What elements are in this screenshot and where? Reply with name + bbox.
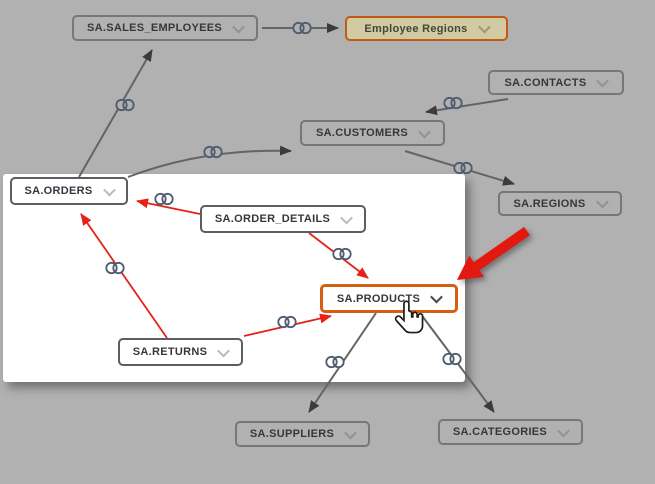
cardinality-rings-icon bbox=[332, 247, 352, 261]
cardinality-rings-icon bbox=[325, 355, 345, 369]
table-node-label: SA.ORDERS bbox=[24, 185, 93, 197]
table-node-employee-regions[interactable]: Employee Regions bbox=[345, 16, 508, 41]
table-node-order-details[interactable]: SA.ORDER_DETAILS bbox=[200, 205, 366, 233]
table-node-sales-employees[interactable]: SA.SALES_EMPLOYEES bbox=[72, 15, 258, 41]
table-node-contacts[interactable]: SA.CONTACTS bbox=[488, 70, 624, 95]
table-node-categories[interactable]: SA.CATEGORIES bbox=[438, 419, 583, 445]
cardinality-rings-icon bbox=[277, 315, 297, 329]
table-node-returns[interactable]: SA.RETURNS bbox=[118, 338, 243, 366]
chevron-down-icon[interactable] bbox=[340, 211, 353, 224]
cardinality-rings-icon bbox=[203, 145, 223, 159]
cardinality-rings-icon bbox=[442, 352, 462, 366]
cardinality-rings-icon bbox=[105, 261, 125, 275]
table-node-label: SA.PRODUCTS bbox=[336, 292, 421, 305]
chevron-down-icon[interactable] bbox=[596, 74, 610, 88]
chevron-down-icon[interactable] bbox=[232, 20, 245, 33]
edge-returns-to-orders bbox=[80, 213, 168, 339]
chevron-down-icon[interactable] bbox=[344, 426, 358, 439]
chevron-down-icon[interactable] bbox=[430, 290, 444, 304]
cardinality-rings-icon bbox=[292, 21, 312, 35]
chevron-down-icon[interactable] bbox=[217, 344, 231, 357]
cardinality-rings-icon bbox=[154, 192, 174, 206]
chevron-down-icon[interactable] bbox=[557, 424, 570, 437]
edge-contacts-to-customers bbox=[425, 98, 509, 116]
chevron-down-icon[interactable] bbox=[418, 125, 431, 138]
cardinality-rings-icon bbox=[453, 161, 473, 175]
table-node-customers[interactable]: SA.CUSTOMERS bbox=[300, 120, 445, 146]
chevron-down-icon[interactable] bbox=[595, 195, 609, 209]
table-node-label: SA.CONTACTS bbox=[504, 76, 587, 89]
table-node-regions[interactable]: SA.REGIONS bbox=[498, 191, 622, 216]
edge-orders-to-sales-employees bbox=[78, 49, 153, 178]
table-node-orders[interactable]: SA.ORDERS bbox=[10, 177, 128, 205]
table-node-label: SA.SALES_EMPLOYEES bbox=[87, 22, 222, 34]
cardinality-rings-icon bbox=[443, 96, 463, 110]
table-node-label: SA.SUPPLIERS bbox=[249, 428, 335, 440]
chevron-down-icon[interactable] bbox=[102, 183, 116, 196]
cardinality-rings-icon bbox=[115, 98, 135, 112]
table-node-label: SA.RETURNS bbox=[132, 346, 208, 358]
table-node-label: SA.REGIONS bbox=[513, 197, 586, 210]
table-node-label: SA.ORDER_DETAILS bbox=[214, 213, 331, 225]
table-node-products[interactable]: SA.PRODUCTS bbox=[320, 284, 458, 313]
table-node-label: Employee Regions bbox=[364, 22, 468, 35]
table-node-label: SA.CATEGORIES bbox=[452, 426, 548, 438]
table-node-label: SA.CUSTOMERS bbox=[315, 127, 409, 139]
table-node-suppliers[interactable]: SA.SUPPLIERS bbox=[235, 421, 370, 447]
chevron-down-icon[interactable] bbox=[477, 20, 491, 34]
edge-order-details-to-orders bbox=[136, 198, 201, 215]
